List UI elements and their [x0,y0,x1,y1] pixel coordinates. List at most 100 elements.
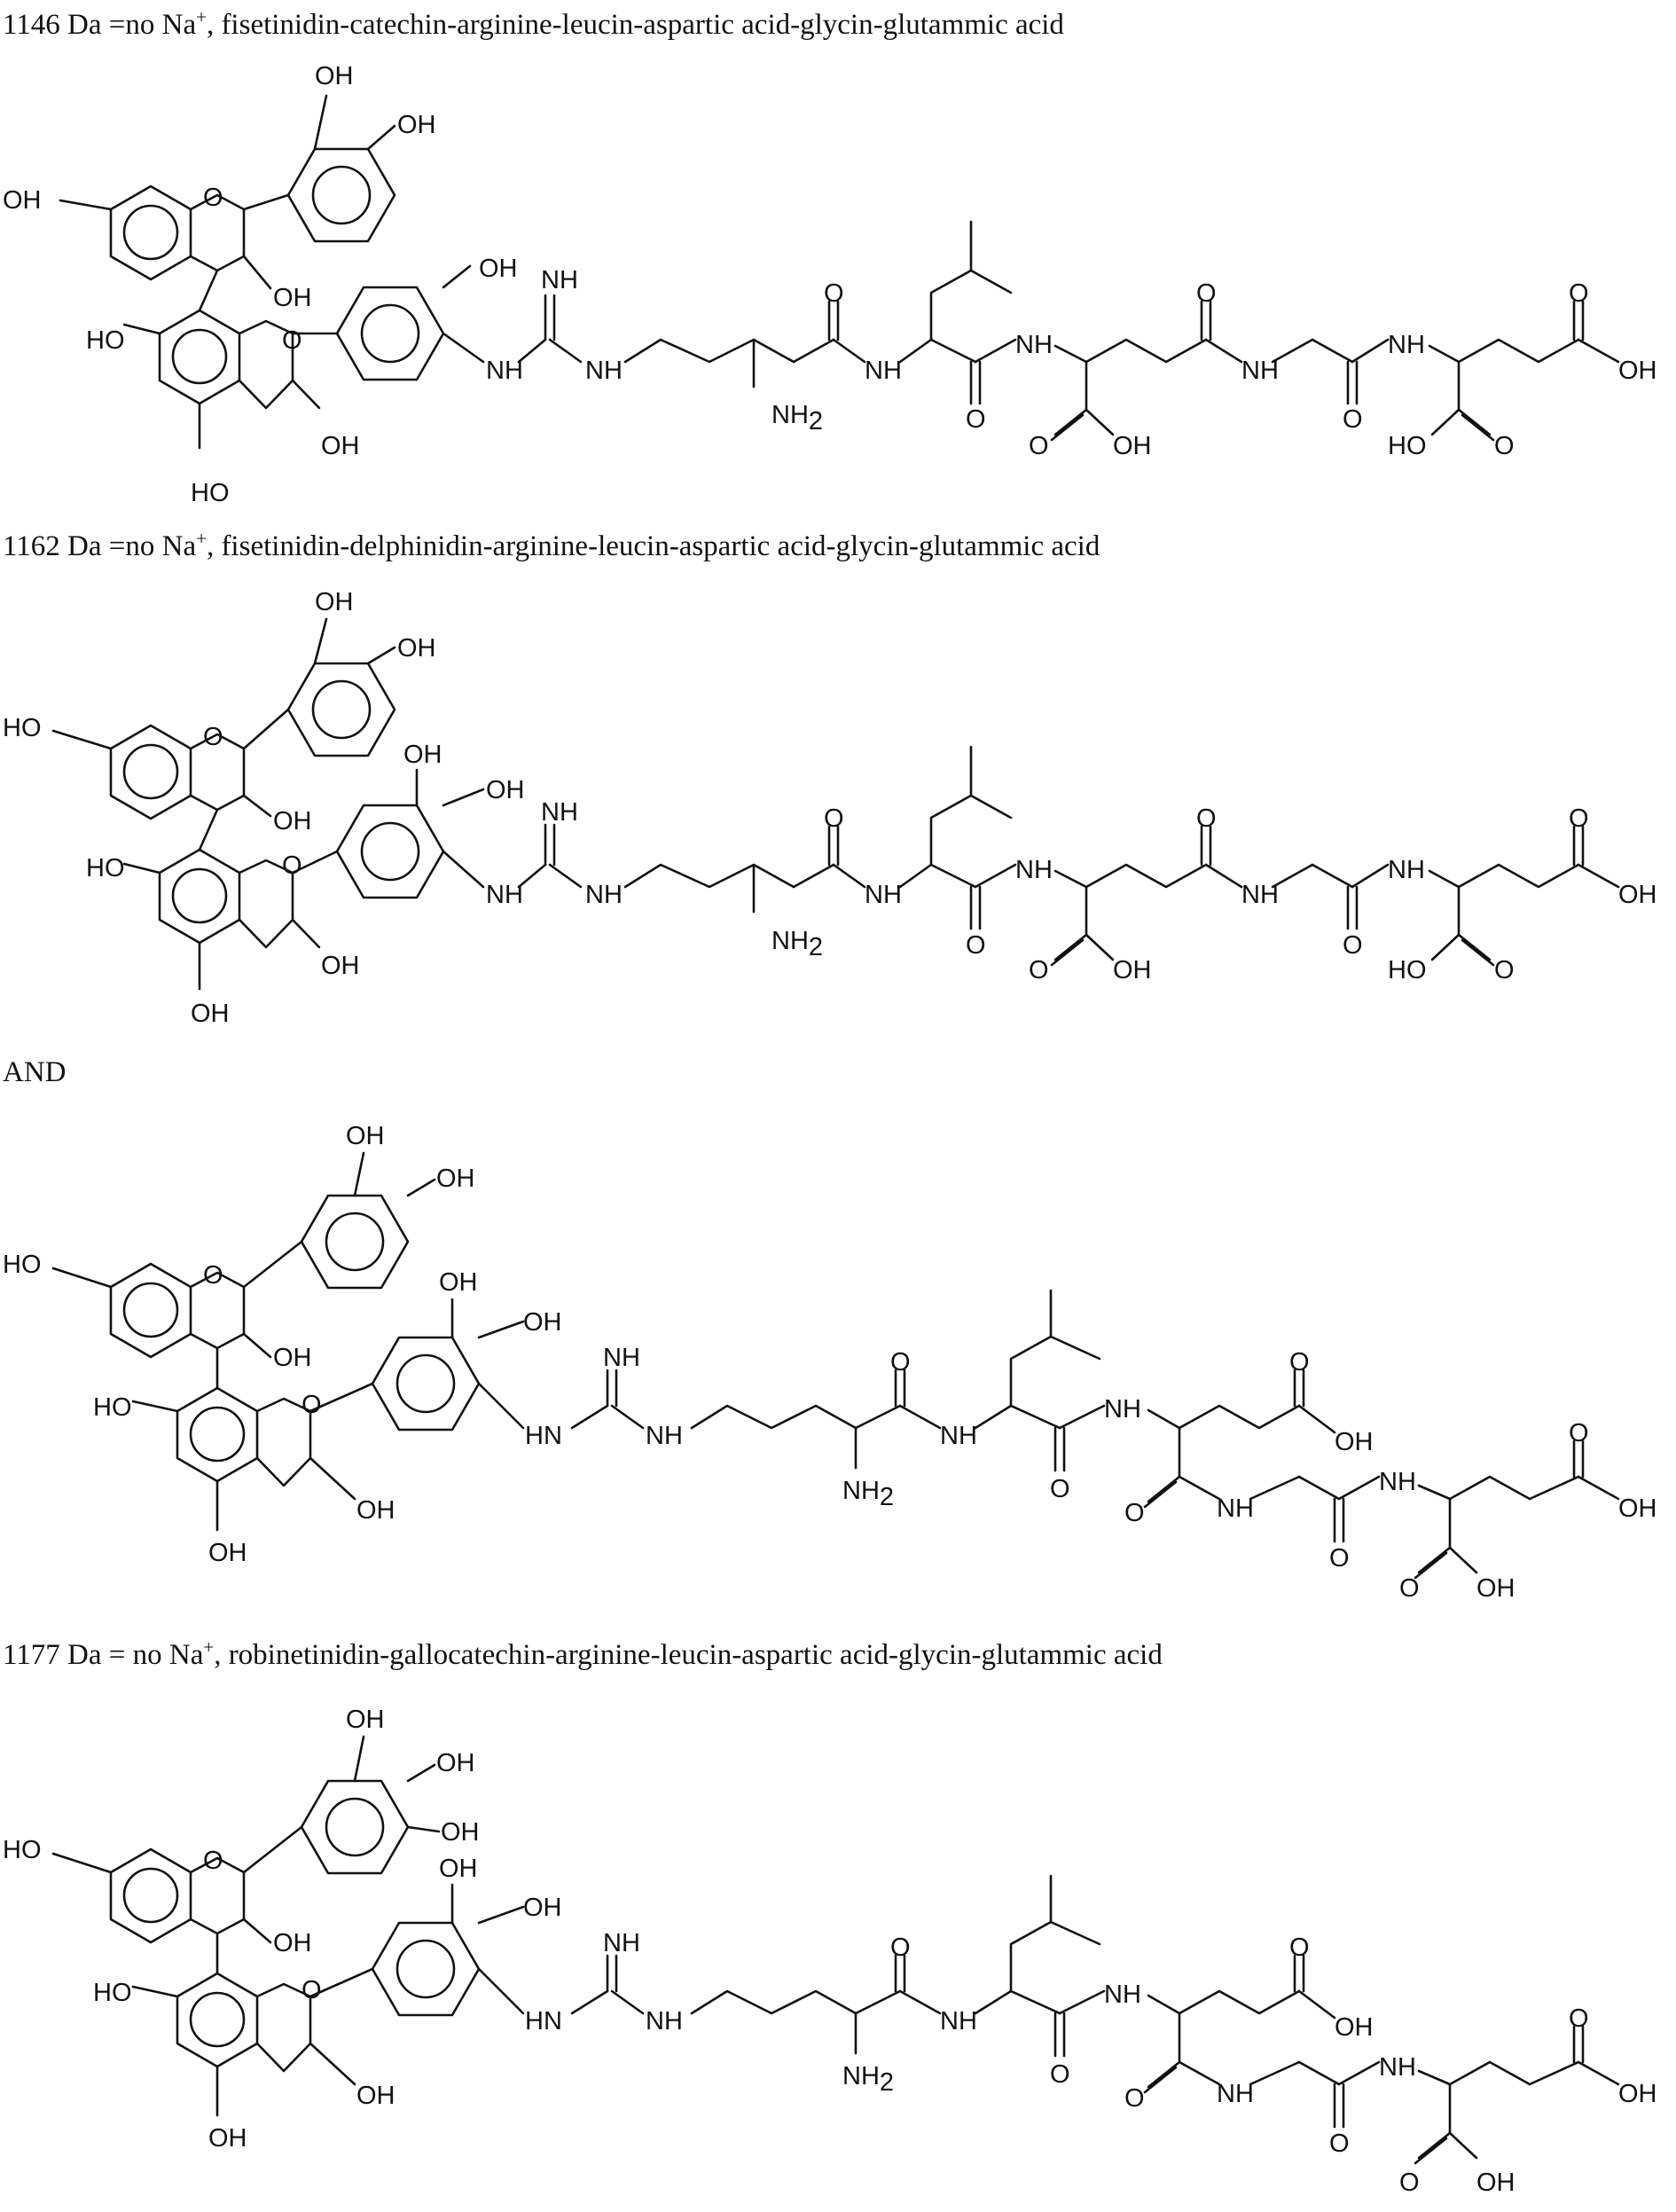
svg-text:OH: OH [346,1122,385,1150]
svg-text:O: O [1329,2130,1350,2158]
svg-text:NH2: NH2 [771,927,823,961]
svg-text:NH2: NH2 [842,1477,894,1511]
svg-text:O: O [203,723,223,751]
svg-text:NH: NH [865,881,902,909]
svg-text:OH: OH [273,1929,312,1957]
ring-b-upper [286,147,396,243]
svg-text:O: O [1196,804,1217,833]
structure-1162: HO O OH OH OH HO O OH OH OH OH NH NH NH … [3,588,1657,1028]
svg-text:O: O [302,1391,322,1419]
svg-text:O: O [1569,279,1589,308]
svg-text:O: O [203,184,223,212]
svg-text:OH: OH [1618,1494,1657,1523]
svg-text:OH: OH [439,1855,478,1883]
structure-1177: HO O OH OH OH OH HO O OH OH OH OH NH HN … [3,1706,1657,2197]
structure-and: HO O OH OH OH HO O OH OH OH OH NH HN NH … [3,1122,1657,1603]
svg-text:HO: HO [93,1393,132,1422]
svg-text:HO: HO [1388,432,1427,460]
svg-text:NH2: NH2 [842,2062,894,2097]
svg-text:O: O [302,1976,322,2004]
svg-text:OH: OH [1476,1574,1515,1603]
svg-text:O: O [1494,956,1515,984]
ring-c-lower [238,319,294,410]
svg-text:OH: OH [191,1000,230,1028]
svg-text:OH: OH [441,1818,480,1847]
svg-text:OH: OH [397,111,436,139]
svg-text:OH: OH [523,1894,562,1922]
svg-text:NH: NH [486,357,523,385]
svg-text:NH: NH [1217,2080,1254,2108]
svg-text:O: O [1289,1934,1310,1962]
svg-text:NH: NH [486,881,523,909]
svg-text:NH: NH [1379,2053,1416,2082]
svg-text:NH: NH [541,266,578,294]
svg-text:NH: NH [541,798,578,827]
svg-text:O: O [1329,1544,1350,1573]
svg-text:OH: OH [356,2082,396,2110]
svg-text:NH: NH [603,1929,640,1957]
svg-text:HO: HO [191,479,230,507]
svg-text:O: O [1494,432,1515,460]
svg-text:HN: HN [525,1422,562,1450]
svg-text:HO: HO [3,1836,42,1864]
svg-text:O: O [966,405,986,434]
svg-text:NH: NH [603,1344,640,1372]
svg-text:NH: NH [865,357,902,385]
svg-text:NH: NH [940,1422,977,1450]
svg-text:O: O [1399,2169,1420,2197]
svg-text:HO: HO [93,1979,132,2007]
svg-text:HO: HO [3,714,42,742]
svg-text:OH: OH [1618,2080,1657,2108]
svg-text:HO: HO [1388,956,1427,984]
svg-text:HO: HO [86,326,125,355]
ring-a-upper [109,184,192,281]
svg-text:OH: OH [486,776,525,804]
structure-1146: OH O OH OH OH HO O OH OH HO NH NH NH NH2… [3,62,1657,507]
svg-text:O: O [824,804,844,833]
svg-text:HO: HO [86,854,125,882]
svg-text:O: O [282,851,302,880]
svg-text:O: O [1569,2004,1589,2033]
svg-text:O: O [1029,956,1049,984]
svg-text:OH: OH [356,1496,396,1525]
svg-text:O: O [1050,2060,1070,2089]
svg-text:OH: OH [346,1706,385,1734]
svg-text:OH: OH [208,1539,247,1567]
svg-text:OH: OH [315,588,354,616]
svg-text:NH: NH [1379,1468,1416,1496]
svg-text:NH: NH [1388,856,1425,884]
svg-text:OH: OH [1335,1428,1374,1456]
svg-text:NH: NH [1015,331,1053,359]
caption-and: AND [3,1056,67,1088]
svg-text:NH: NH [1241,881,1279,909]
svg-text:O: O [203,1847,223,1875]
svg-text:OH: OH [397,634,436,663]
caption-1146: 1146 Da =no Na+, fisetinidin-catechin-ar… [3,6,1064,41]
svg-text:NH: NH [585,881,623,909]
svg-text:OH: OH [436,1165,475,1193]
svg-text:O: O [1124,1499,1145,1527]
svg-text:NH: NH [646,1422,683,1450]
svg-text:O: O [824,279,844,308]
svg-text:O: O [1343,931,1363,960]
svg-text:OH: OH [1618,881,1657,909]
svg-text:O: O [1029,432,1049,460]
svg-text:OH: OH [1618,357,1657,385]
svg-text:OH: OH [273,284,312,312]
svg-text:NH: NH [1388,331,1425,359]
svg-text:O: O [1343,405,1363,434]
svg-text:NH: NH [1217,1494,1254,1523]
svg-text:O: O [1569,1419,1589,1447]
svg-text:O: O [890,1934,911,1962]
svg-text:O: O [1196,279,1217,308]
svg-text:OH: OH [523,1308,562,1337]
svg-text:OH: OH [273,807,312,835]
svg-text:O: O [1399,1574,1420,1603]
svg-text:O: O [203,1261,223,1290]
svg-text:HO: HO [3,1251,42,1279]
caption-1162: 1162 Da =no Na+, fisetinidin-delphinidin… [3,528,1100,562]
svg-text:NH: NH [1104,1981,1141,2009]
svg-text:NH2: NH2 [771,401,823,435]
svg-text:NH: NH [940,2007,977,2036]
svg-text:OH: OH [479,255,518,283]
